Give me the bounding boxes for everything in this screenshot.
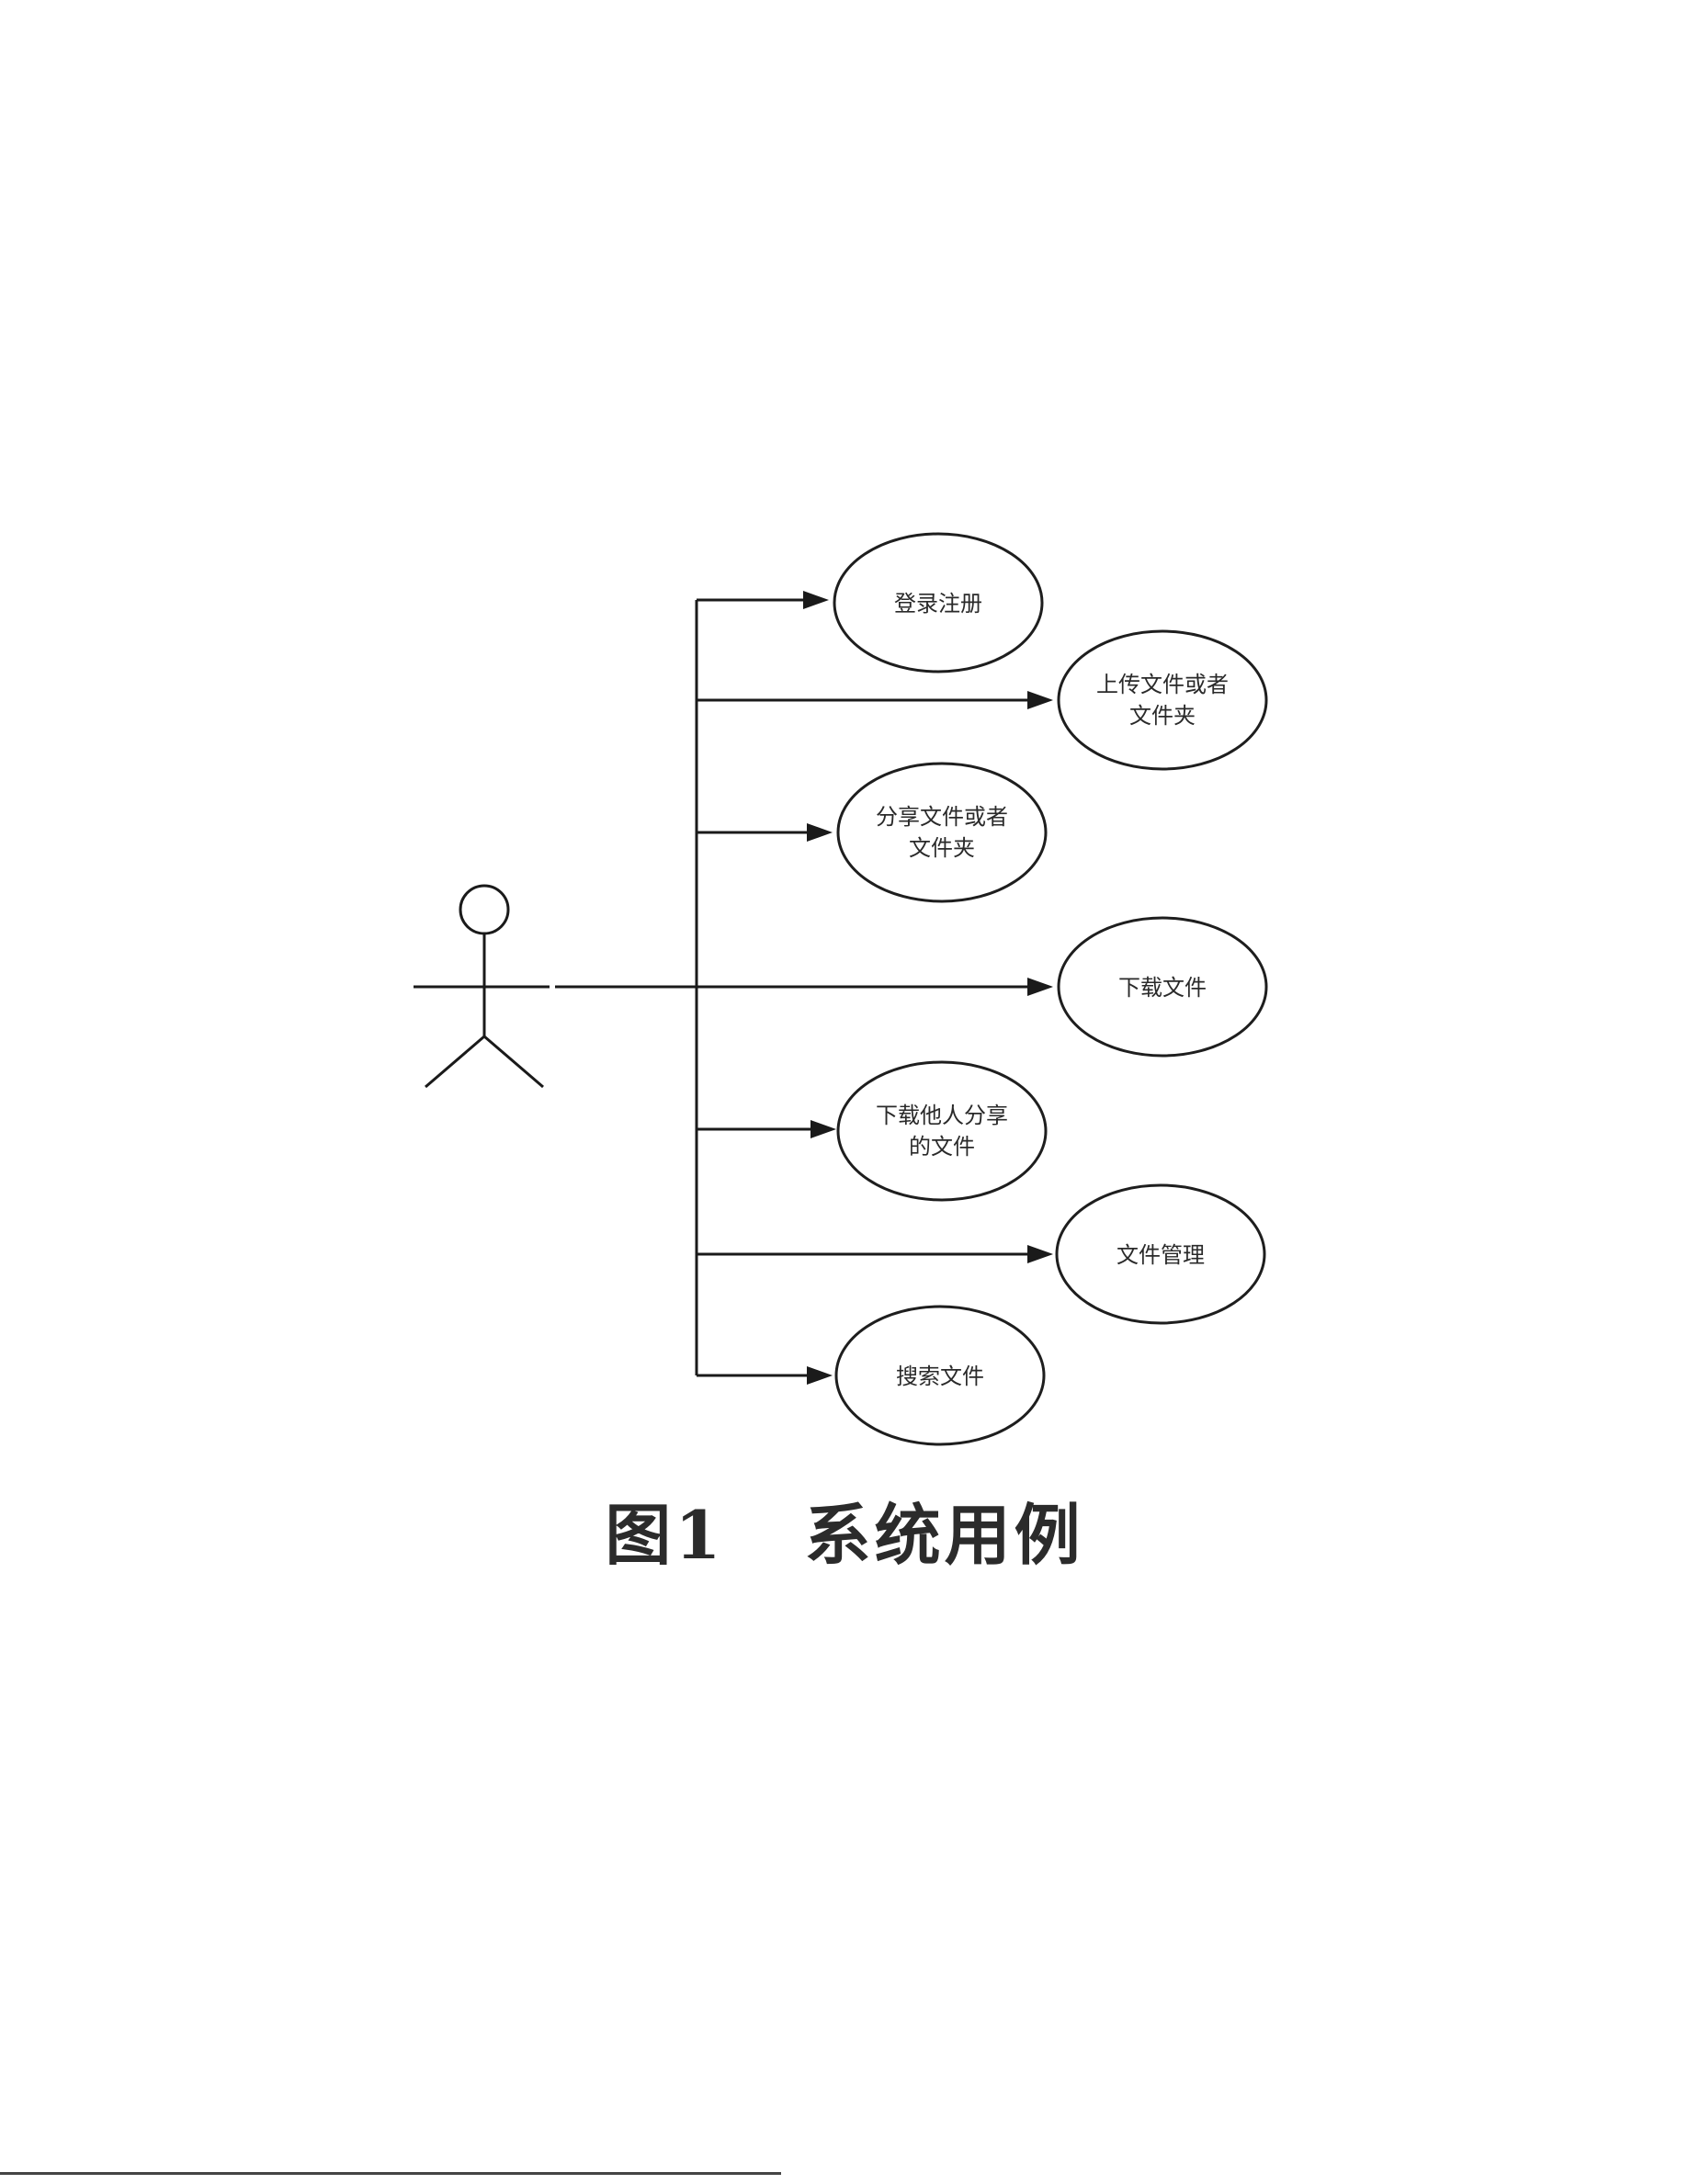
branch-login: [697, 591, 829, 609]
figure-caption: 图1 系统用例: [0, 1481, 1689, 1578]
use-case-download: 下载文件: [1059, 918, 1266, 1056]
actor-left-leg: [425, 1036, 484, 1087]
branch-download: [697, 978, 1053, 996]
branch-search: [697, 1366, 833, 1385]
branch-manage: [697, 1245, 1053, 1263]
use-case-download-shared: 下载他人分享 的文件: [838, 1062, 1046, 1200]
actor-head: [460, 886, 508, 934]
actor-right-leg: [484, 1036, 543, 1087]
branch-upload: [697, 691, 1053, 709]
branch-download-shared: [697, 1120, 836, 1138]
figure-title: 系统用例: [805, 1496, 1084, 1574]
use-case-ellipse: [1059, 631, 1266, 769]
figure-number: 图1: [605, 1496, 724, 1574]
use-case-label: 搜索文件: [896, 1364, 984, 1389]
arrowhead-icon: [1027, 691, 1053, 709]
use-case-label: 文件管理: [1117, 1242, 1205, 1268]
branch-share: [697, 823, 833, 842]
use-case-manage: 文件管理: [1057, 1185, 1264, 1323]
arrowhead-icon: [807, 1366, 833, 1385]
use-case-search: 搜索文件: [836, 1307, 1044, 1444]
use-case-label: 下载他人分享: [876, 1103, 1008, 1128]
use-case-label: 上传文件或者: [1096, 672, 1229, 697]
caption-gap: [724, 1496, 804, 1574]
arrowhead-icon: [807, 823, 833, 842]
use-case-share: 分享文件或者 文件夹: [838, 764, 1046, 901]
arrowhead-icon: [810, 1120, 836, 1138]
actor: [414, 886, 550, 1087]
use-case-label: 文件夹: [909, 835, 975, 861]
footnote-rule: [0, 2172, 781, 2175]
use-case-ellipse: [838, 764, 1046, 901]
use-case-label: 登录注册: [894, 591, 982, 617]
arrowhead-icon: [1027, 1245, 1053, 1263]
use-case-label: 下载文件: [1118, 975, 1207, 1001]
use-case-label: 文件夹: [1129, 703, 1196, 729]
use-case-label: 的文件: [909, 1134, 975, 1160]
arrowhead-icon: [1027, 978, 1053, 996]
arrowhead-icon: [803, 591, 829, 609]
use-case-ellipse: [838, 1062, 1046, 1200]
use-case-upload: 上传文件或者 文件夹: [1059, 631, 1266, 769]
use-case-login: 登录注册: [834, 534, 1042, 672]
use-case-label: 分享文件或者: [876, 804, 1008, 830]
